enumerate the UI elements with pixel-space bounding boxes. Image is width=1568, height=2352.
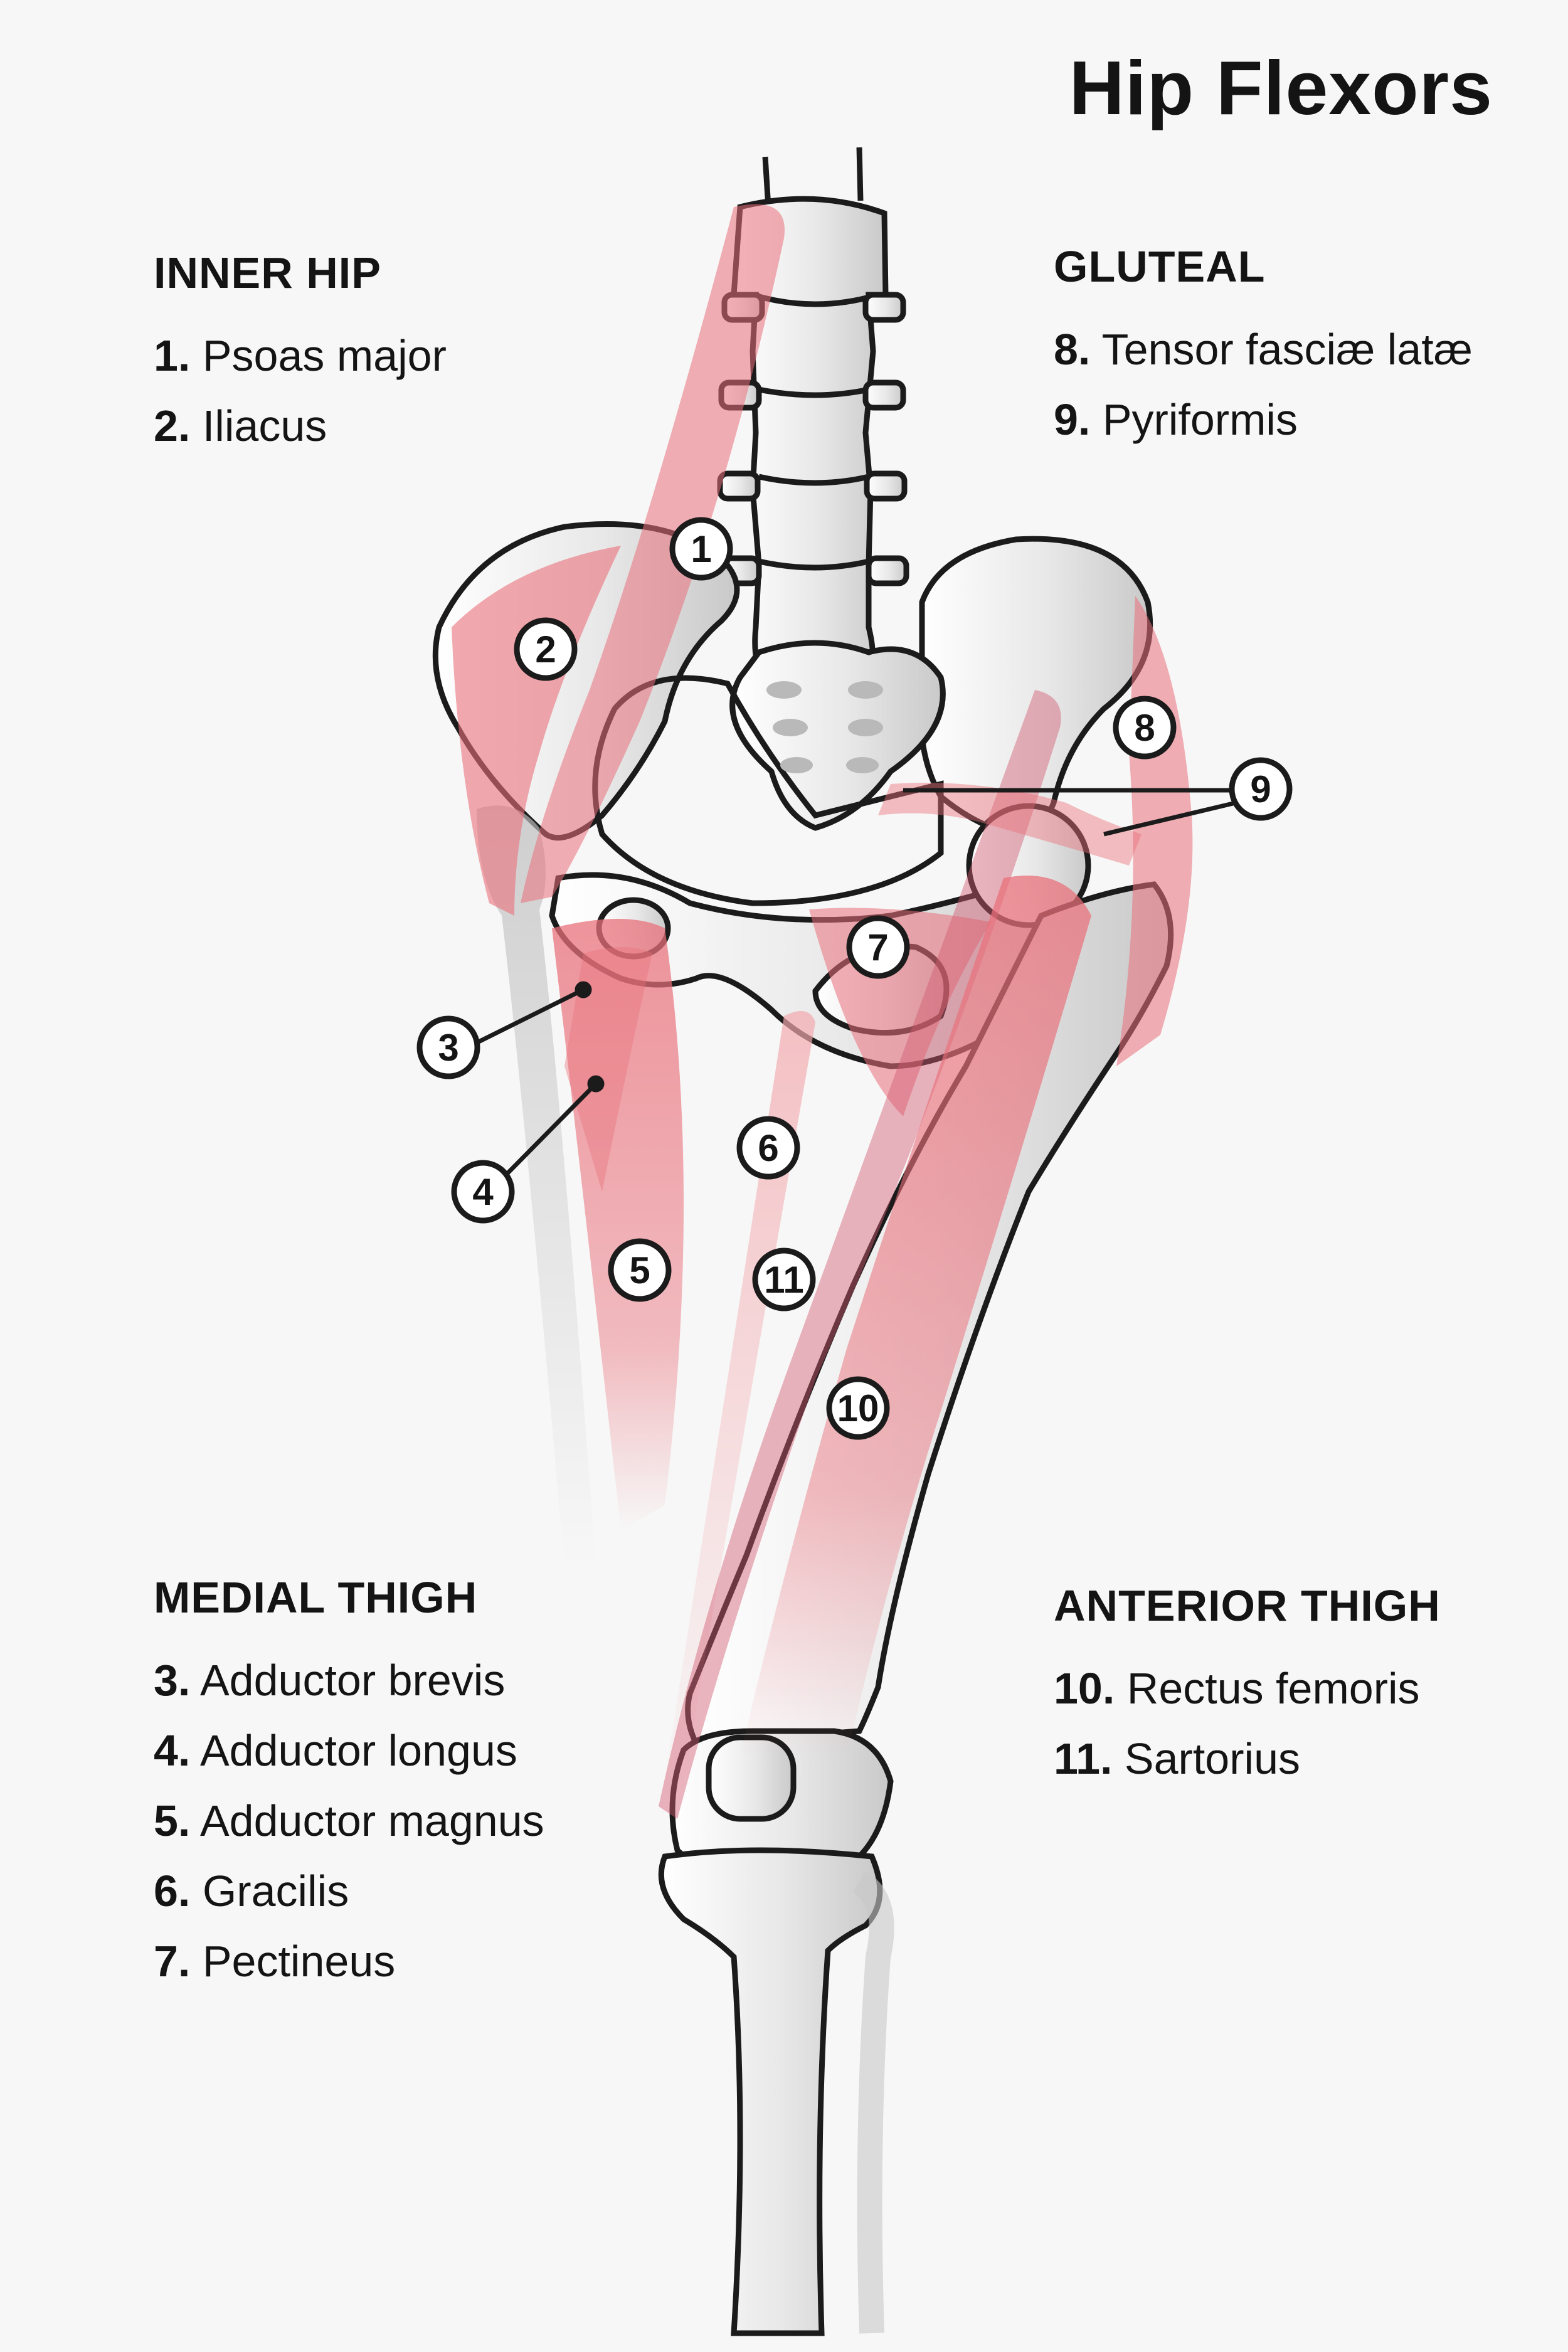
legend-heading: INNER HIP: [154, 248, 381, 297]
svg-text:3: 3: [438, 1027, 458, 1069]
svg-text:5: 5: [629, 1249, 650, 1291]
legend-number: 1.: [154, 331, 191, 380]
tibia: [658, 1847, 894, 2336]
svg-text:9: 9: [1250, 768, 1271, 810]
legend-number: 11.: [1054, 1734, 1113, 1783]
legend-item: 8. Tensor fasciæ latæ: [1054, 314, 1568, 384]
left-femur-shadow: [477, 805, 596, 1568]
legend-number: 6.: [154, 1867, 191, 1915]
marker-8: 8: [1113, 696, 1177, 760]
marker-11: 11: [752, 1248, 816, 1311]
svg-text:4: 4: [472, 1171, 494, 1213]
diagram-title: Hip Flexors: [1069, 45, 1493, 130]
svg-text:7: 7: [867, 926, 888, 968]
muscles: [452, 204, 1193, 1819]
legend-number: 2.: [154, 401, 191, 450]
legend-number: 9.: [1054, 395, 1091, 444]
legend-label: Adductor brevis: [199, 1656, 506, 1705]
legend-label: Adductor longus: [199, 1726, 517, 1775]
legend-label: Gracilis: [202, 1867, 349, 1915]
legend-heading: GLUTEAL: [1054, 242, 1266, 291]
legend-number: 7.: [154, 1937, 191, 1986]
legend-label: Adductor magnus: [199, 1796, 544, 1845]
legend-inner-hip: INNER HIP 1. Psoas major 2. Iliacus: [154, 248, 668, 461]
legend-list: 1. Psoas major 2. Iliacus: [154, 320, 668, 461]
legend-medial-thigh: MEDIAL THIGH 3. Adductor brevis 4. Adduc…: [154, 1572, 668, 1996]
marker-1: 1: [669, 517, 733, 581]
marker-3: 3: [416, 1015, 480, 1079]
legend-item: 10. Rectus femoris: [1054, 1653, 1568, 1724]
leader-lines: [466, 788, 1236, 1181]
legend-number: 10.: [1054, 1664, 1115, 1713]
marker-9: 9: [1229, 757, 1293, 821]
svg-text:8: 8: [1134, 707, 1155, 749]
marker-6: 6: [736, 1116, 800, 1180]
legend-number: 3.: [154, 1656, 191, 1705]
legend-gluteal: GLUTEAL 8. Tensor fasciæ latæ 9. Pyrifor…: [1054, 241, 1568, 455]
legend-label: Rectus femoris: [1126, 1664, 1420, 1713]
marker-10: 10: [826, 1376, 890, 1440]
svg-text:10: 10: [837, 1387, 879, 1429]
legend-item: 5. Adductor magnus: [154, 1786, 668, 1856]
legend-item: 1. Psoas major: [154, 320, 668, 391]
legend-heading: MEDIAL THIGH: [154, 1573, 478, 1622]
legend-list: 8. Tensor fasciæ latæ 9. Pyriformis: [1054, 314, 1568, 455]
legend-number: 5.: [154, 1796, 191, 1845]
svg-text:2: 2: [535, 628, 556, 670]
svg-text:1: 1: [691, 528, 711, 570]
legend-number: 8.: [1054, 325, 1091, 374]
legend-item: 2. Iliacus: [154, 391, 668, 461]
legend-item: 6. Gracilis: [154, 1856, 668, 1926]
legend-item: 11. Sartorius: [1054, 1724, 1568, 1794]
number-markers: 1 2 3 4 5 6 7 8 9 10 11: [416, 517, 1293, 1440]
legend-label: Psoas major: [202, 331, 447, 380]
svg-text:6: 6: [758, 1127, 778, 1169]
legend-label: Pectineus: [202, 1937, 396, 1986]
legend-label: Tensor fasciæ latæ: [1101, 325, 1473, 374]
legend-label: Pyriformis: [1102, 395, 1298, 444]
marker-2: 2: [514, 617, 578, 681]
legend-list: 3. Adductor brevis 4. Adductor longus 5.…: [154, 1645, 668, 1996]
legend-label: Iliacus: [202, 401, 327, 450]
legend-heading: ANTERIOR THIGH: [1054, 1581, 1441, 1630]
legend-item: 7. Pectineus: [154, 1926, 668, 1996]
legend-label: Sartorius: [1124, 1734, 1301, 1783]
legend-anterior-thigh: ANTERIOR THIGH 10. Rectus femoris 11. Sa…: [1054, 1581, 1568, 1794]
legend-number: 4.: [154, 1726, 191, 1775]
legend-item: 4. Adductor longus: [154, 1715, 668, 1786]
legend-item: 9. Pyriformis: [1054, 384, 1568, 455]
legend-item: 3. Adductor brevis: [154, 1645, 668, 1715]
marker-4: 4: [451, 1160, 515, 1224]
marker-7: 7: [846, 915, 910, 979]
svg-text:11: 11: [764, 1259, 803, 1301]
legend-list: 10. Rectus femoris 11. Sartorius: [1054, 1653, 1568, 1794]
marker-5: 5: [608, 1238, 672, 1302]
